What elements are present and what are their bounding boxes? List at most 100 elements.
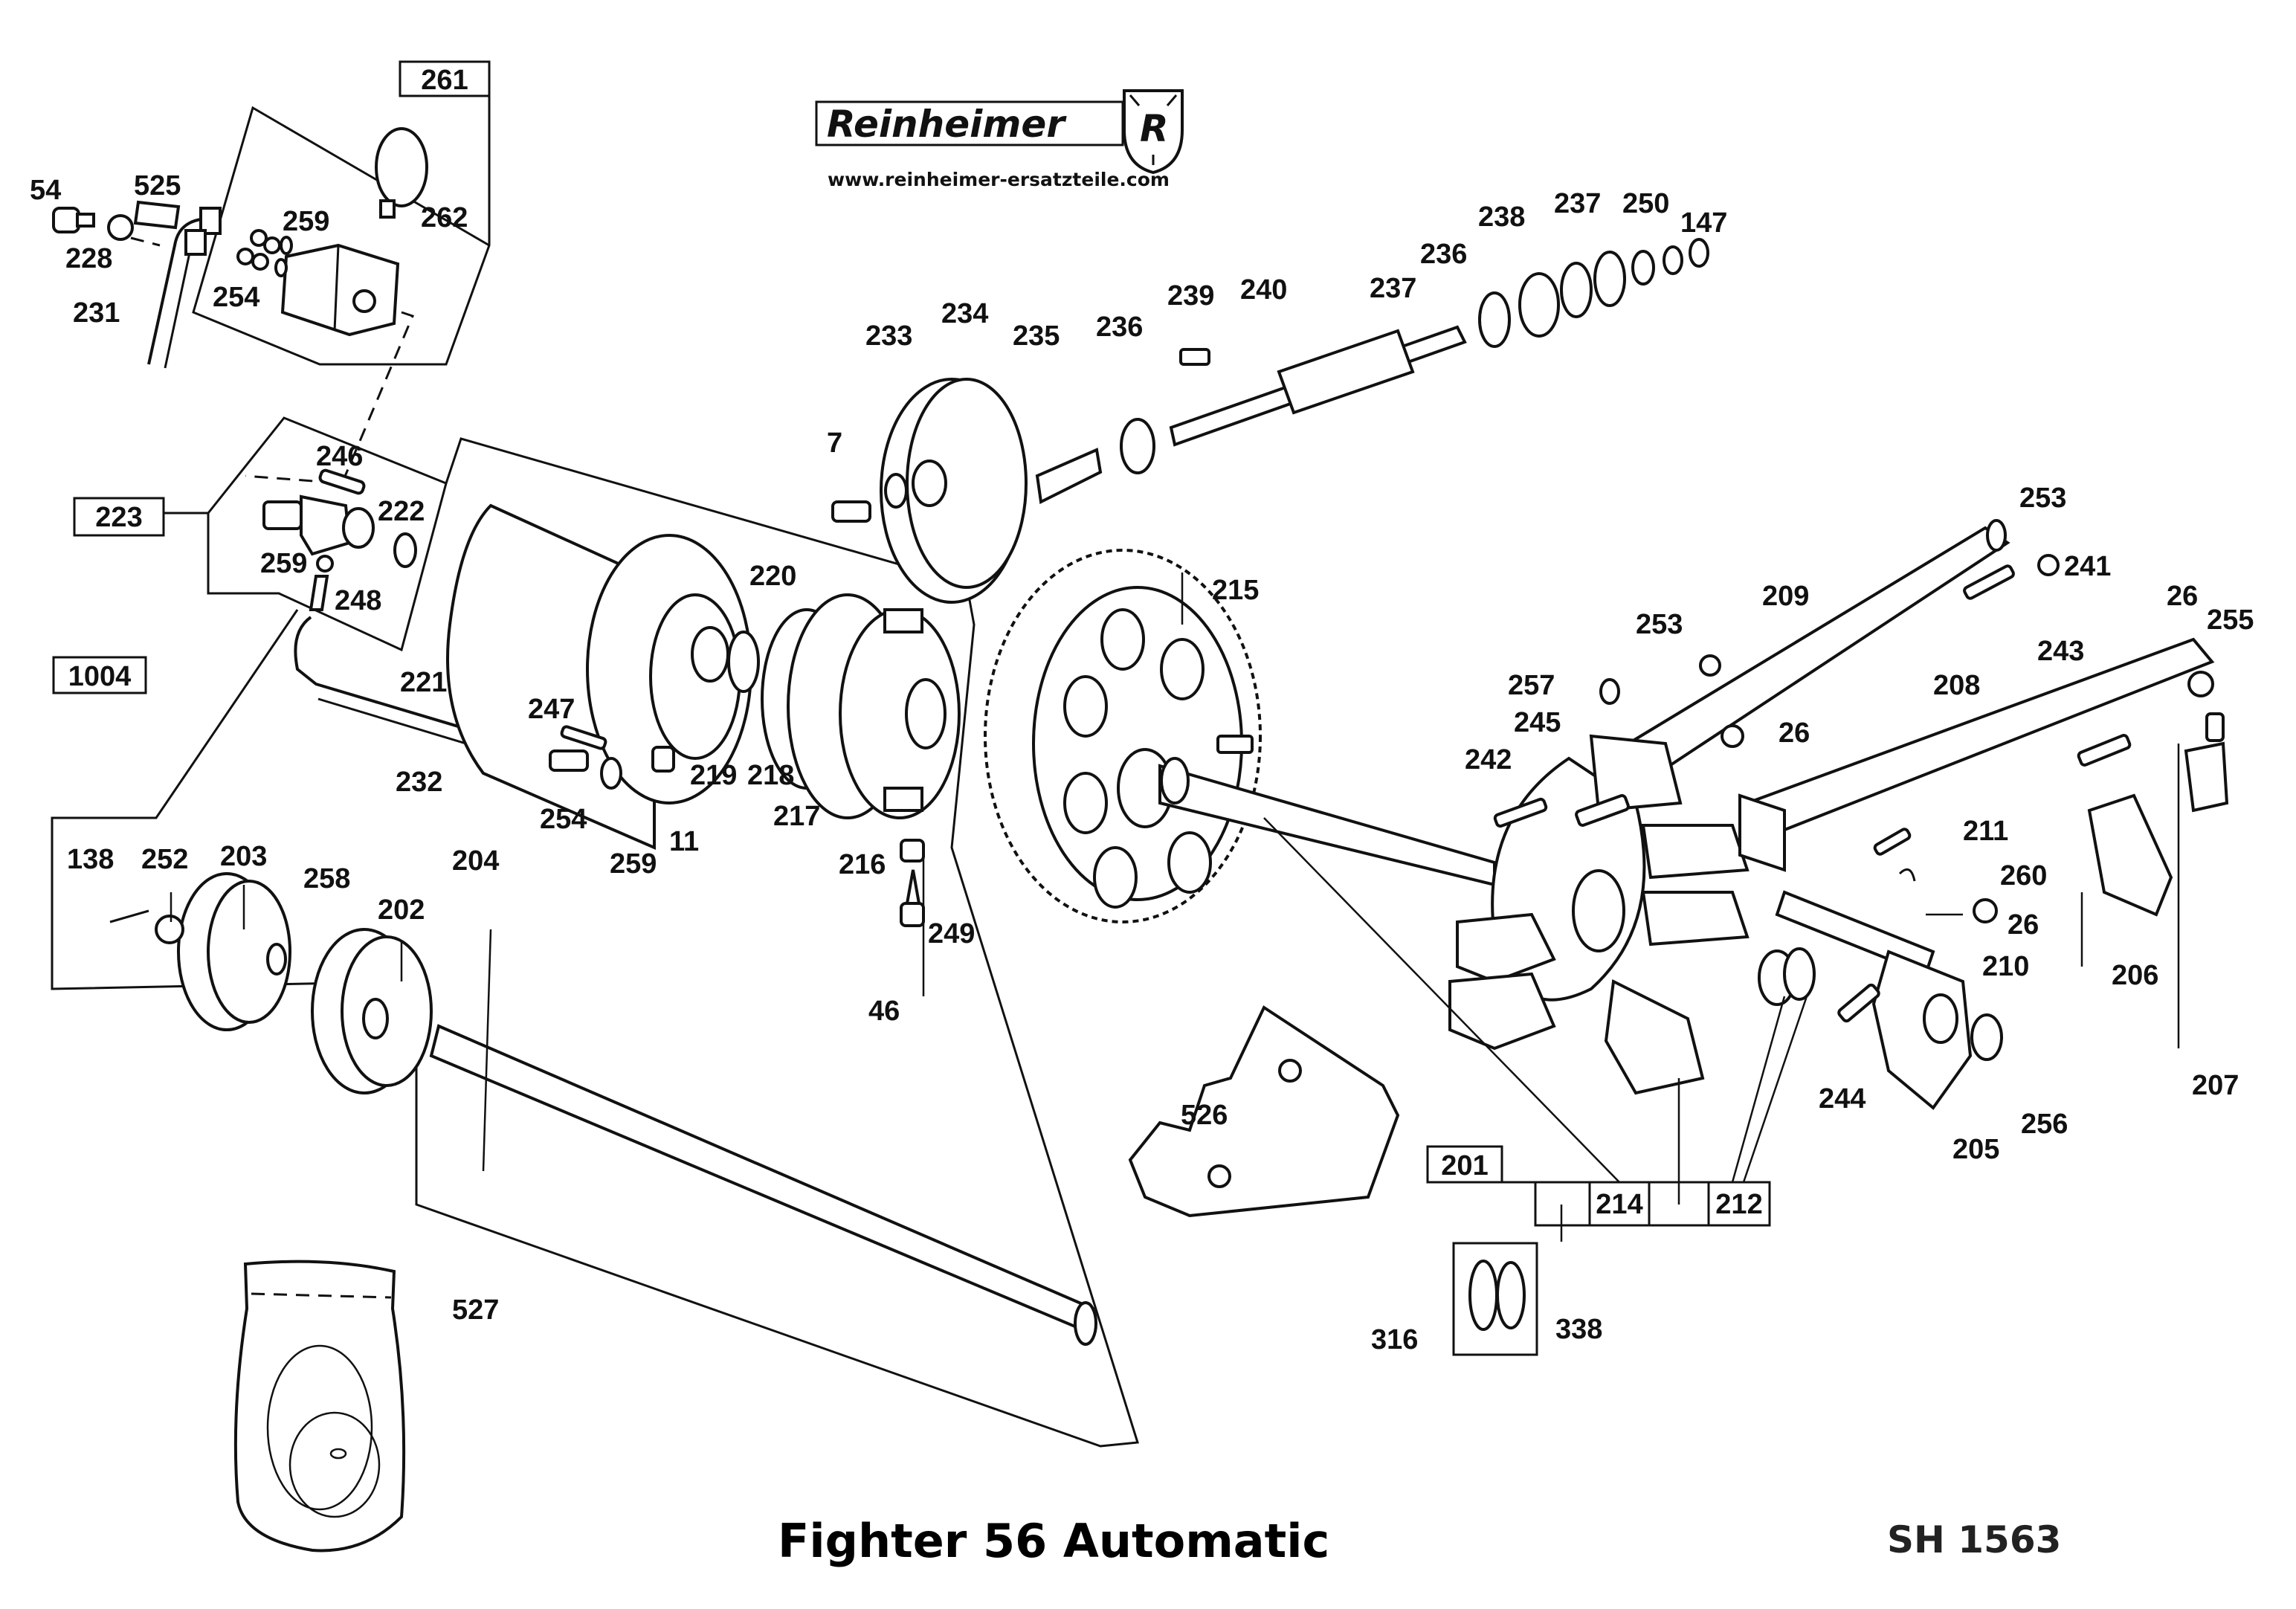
- part-label-138[interactable]: 138: [67, 844, 114, 875]
- part-label-259-a[interactable]: 259: [283, 206, 329, 237]
- bolt-244: [1837, 983, 1880, 1023]
- part-label-338[interactable]: 338: [1555, 1314, 1602, 1345]
- group-box-201[interactable]: [1426, 1145, 1503, 1184]
- part-label-247[interactable]: 247: [528, 694, 575, 725]
- part-label-255[interactable]: 255: [2207, 604, 2254, 636]
- part-label-207[interactable]: 207: [2192, 1070, 2239, 1101]
- part-label-245[interactable]: 245: [1514, 707, 1561, 738]
- part-label-215[interactable]: 215: [1212, 575, 1259, 606]
- brand-logo: Reinheimer R: [815, 89, 1184, 175]
- part-label-233[interactable]: 233: [865, 320, 912, 352]
- group-box-223[interactable]: [73, 497, 165, 537]
- part-labels: 54 525 228 231 259 254 262 246 222 259 2…: [30, 170, 2254, 1355]
- part-label-257[interactable]: 257: [1508, 670, 1555, 701]
- part-label-217[interactable]: 217: [773, 801, 820, 832]
- screw-246: [318, 468, 366, 495]
- part-label-316[interactable]: 316: [1371, 1324, 1418, 1355]
- part-label-228[interactable]: 228: [65, 243, 112, 274]
- key-239: [1179, 348, 1210, 366]
- part-label-242[interactable]: 242: [1465, 744, 1512, 776]
- part-label-46[interactable]: 46: [868, 996, 900, 1027]
- part-label-219[interactable]: 219: [690, 760, 737, 791]
- part-label-241[interactable]: 241: [2064, 551, 2111, 582]
- part-label-253-b[interactable]: 253: [1636, 609, 1683, 640]
- part-label-221[interactable]: 221: [400, 667, 447, 698]
- drive-shoe-b: [1604, 978, 1705, 1095]
- nut-256: [1970, 1013, 2003, 1061]
- part-label-216[interactable]: 216: [839, 849, 886, 880]
- part-label-254-b[interactable]: 254: [540, 804, 587, 835]
- part-label-525[interactable]: 525: [134, 170, 181, 201]
- part-label-54[interactable]: 54: [30, 175, 61, 206]
- washer-257: [1599, 678, 1620, 705]
- part-label-236-a[interactable]: 236: [1096, 312, 1143, 343]
- bolt-242: [1493, 797, 1548, 828]
- bolt-247: [560, 725, 607, 750]
- nut-147: [1689, 238, 1709, 268]
- part-label-243[interactable]: 243: [2037, 636, 2084, 667]
- part-label-11[interactable]: 11: [669, 826, 699, 857]
- bushing-219: [727, 631, 760, 693]
- part-label-26-b[interactable]: 26: [2167, 581, 2198, 612]
- part-label-237-a[interactable]: 237: [1370, 273, 1416, 304]
- group-label-261: 261: [421, 65, 468, 96]
- part-label-262[interactable]: 262: [421, 202, 468, 233]
- diagram-title: Fighter 56 Automatic: [778, 1514, 1329, 1568]
- part-label-239[interactable]: 239: [1167, 280, 1214, 312]
- part-label-234[interactable]: 234: [941, 298, 988, 329]
- part-label-248[interactable]: 248: [335, 585, 381, 616]
- part-label-208[interactable]: 208: [1933, 670, 1980, 701]
- bolt-243: [2077, 734, 2132, 767]
- part-label-220[interactable]: 220: [749, 561, 796, 592]
- nut-216: [900, 839, 925, 862]
- part-label-240[interactable]: 240: [1240, 274, 1287, 306]
- group-box-212[interactable]: [1707, 1181, 1771, 1227]
- nut-252: [155, 915, 184, 944]
- part-label-209[interactable]: 209: [1762, 581, 1809, 612]
- switch-body: [300, 494, 352, 556]
- part-label-210[interactable]: 210: [1982, 951, 2029, 982]
- part-label-253-a[interactable]: 253: [2019, 483, 2066, 514]
- part-label-218[interactable]: 218: [747, 760, 794, 791]
- part-label-254-a[interactable]: 254: [213, 282, 259, 313]
- website-url[interactable]: www.reinheimer-ersatzteile.com: [828, 169, 1170, 190]
- part-label-249[interactable]: 249: [928, 918, 975, 949]
- brand-name: Reinheimer: [827, 103, 1067, 146]
- pressure-hose-232: [294, 616, 491, 738]
- part-label-236-b[interactable]: 236: [1420, 239, 1467, 270]
- part-label-26-a[interactable]: 26: [1779, 718, 1810, 749]
- part-label-222[interactable]: 222: [378, 496, 425, 527]
- part-label-256[interactable]: 256: [2021, 1109, 2068, 1140]
- part-label-258[interactable]: 258: [303, 863, 350, 894]
- ring-338: [1496, 1261, 1526, 1329]
- part-label-231[interactable]: 231: [73, 297, 120, 329]
- part-label-211[interactable]: 211: [1963, 816, 2008, 847]
- part-label-237-b[interactable]: 237: [1554, 188, 1601, 219]
- group-box-1004[interactable]: [52, 656, 147, 694]
- part-label-7[interactable]: 7: [827, 428, 842, 459]
- part-label-526[interactable]: 526: [1181, 1100, 1228, 1131]
- part-label-259-b[interactable]: 259: [260, 548, 307, 579]
- part-label-206[interactable]: 206: [2112, 960, 2158, 991]
- pin-211: [1873, 828, 1912, 856]
- part-label-232[interactable]: 232: [396, 767, 442, 798]
- part-label-246[interactable]: 246: [316, 441, 363, 472]
- part-label-260[interactable]: 260: [2000, 860, 2047, 891]
- part-label-202[interactable]: 202: [378, 894, 425, 926]
- part-label-26-c[interactable]: 26: [2008, 909, 2039, 941]
- part-label-252[interactable]: 252: [141, 844, 188, 875]
- part-label-235[interactable]: 235: [1013, 320, 1060, 352]
- part-label-147[interactable]: 147: [1680, 207, 1727, 239]
- part-label-203[interactable]: 203: [220, 841, 267, 872]
- emblem-mark-left-icon: [1129, 94, 1141, 106]
- part-label-244[interactable]: 244: [1819, 1083, 1866, 1115]
- part-label-527[interactable]: 527: [452, 1294, 499, 1326]
- part-label-238[interactable]: 238: [1478, 201, 1525, 233]
- washer-258: [362, 998, 389, 1039]
- seal-ring-222: [393, 532, 417, 568]
- part-label-204[interactable]: 204: [452, 845, 499, 877]
- part-label-259-c[interactable]: 259: [610, 848, 657, 880]
- part-label-250[interactable]: 250: [1622, 188, 1669, 219]
- part-label-205[interactable]: 205: [1952, 1134, 1999, 1165]
